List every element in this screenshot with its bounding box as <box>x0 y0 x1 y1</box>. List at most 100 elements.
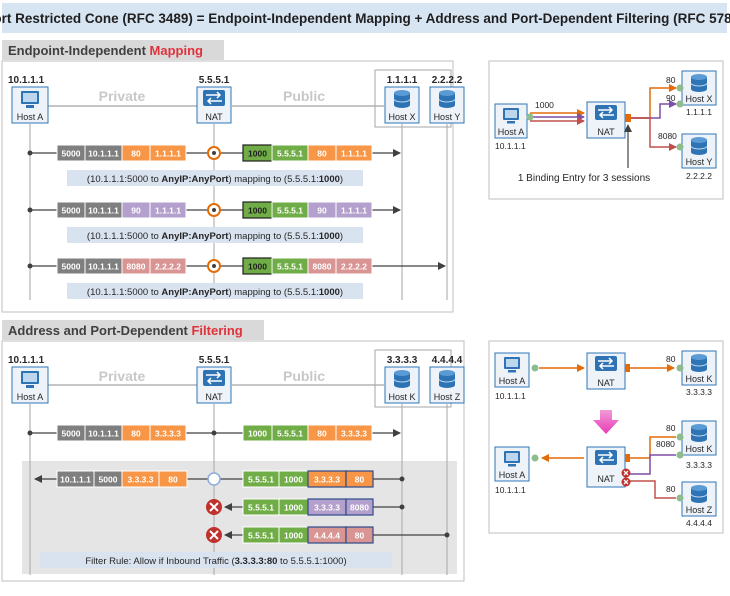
server-database-icon <box>690 485 708 503</box>
packet-field: 5000 <box>62 429 81 439</box>
mapping-heading-prefix: Endpoint-Independent <box>8 43 150 58</box>
port-label: 1000 <box>535 100 554 110</box>
translated-packet: 1000 5.5.5.1 90 1.1.1.1 <box>242 201 373 219</box>
nat-ip-label: 5.5.5.1 <box>199 75 230 86</box>
interface-port <box>531 364 539 372</box>
packet-field: 10.1.1.1 <box>88 149 119 159</box>
server-database-icon <box>690 354 708 372</box>
host-a-ip-label: 10.1.1.1 <box>495 391 526 401</box>
filtering-heading-prefix: Address and Port-Dependent <box>8 323 191 338</box>
packet-field: 1000 <box>248 262 267 272</box>
host-a-node: Host A <box>494 446 530 482</box>
mapping-note: (10.1.1.1:5000 to AnyIP:AnyPort) mapping… <box>87 231 343 242</box>
nat-router-icon <box>595 450 617 465</box>
computer-icon <box>21 91 39 108</box>
translated-packet: 1000 5.5.5.1 8080 2.2.2.2 <box>242 257 373 275</box>
blocked-icon <box>206 499 222 515</box>
private-label: Private <box>99 88 146 104</box>
filtering-section-heading-bar <box>2 320 264 340</box>
host-a-label: Host A <box>499 376 526 386</box>
packet-field: 1.1.1.1 <box>155 149 181 159</box>
host-a-label: Host A <box>499 470 526 480</box>
host-k-node: Host K <box>384 366 420 404</box>
packet-field: 10.1.1.1 <box>60 475 91 485</box>
nat-translation-point <box>207 472 221 486</box>
host-y-node: Host Y <box>681 133 717 169</box>
host-a-ip-label: 10.1.1.1 <box>495 485 526 495</box>
host-z-node: Host Z <box>429 366 465 404</box>
nat-label: NAT <box>597 474 615 484</box>
packet-field: 5000 <box>62 262 81 272</box>
host-a-node: Host A <box>11 366 49 404</box>
host-x-node: Host X <box>384 86 420 124</box>
packet-field: 80 <box>168 475 178 485</box>
computer-icon <box>503 108 519 124</box>
mapping-heading-highlight: Mapping <box>150 43 203 58</box>
nat-label: NAT <box>597 127 615 137</box>
mapping-note-box <box>67 227 363 243</box>
packet-field: 90 <box>131 206 141 216</box>
port-label: 80 <box>666 484 676 494</box>
inbound-allowed-row: 10.1.1.1 5000 3.3.3.3 80 5.5.5.1 1000 3.… <box>34 470 405 488</box>
packet-field: 80 <box>317 429 327 439</box>
host-a-ip-label: 10.1.1.1 <box>495 141 526 151</box>
packet-field: 3.3.3.3 <box>314 475 340 485</box>
host-a-node: Host A <box>11 86 49 124</box>
packet-field: 5.5.5.1 <box>248 475 274 485</box>
port-label: 8080 <box>658 131 677 141</box>
packet-field: 90 <box>317 206 327 216</box>
host-a-label: Host A <box>17 112 44 122</box>
blocked-icon <box>206 527 222 543</box>
blocked-icon <box>621 477 631 487</box>
filter-rule-box <box>40 552 392 568</box>
packet-field: 10.1.1.1 <box>88 206 119 216</box>
packet-field: 80 <box>317 149 327 159</box>
host-z-label: Host Z <box>434 392 461 402</box>
binding-entry-marker <box>625 364 630 372</box>
packet-field: 80 <box>355 475 365 485</box>
packet-field: 5.5.5.1 <box>248 531 274 541</box>
inbound-packet: 5.5.5.1 1000 3.3.3.3 8080 <box>242 498 374 516</box>
outbound-packet: 5000 10.1.1.1 90 1.1.1.1 <box>56 201 187 219</box>
mapping-note: (10.1.1.1:5000 to AnyIP:AnyPort) mapping… <box>87 174 343 185</box>
host-z-label: Host Z <box>686 505 713 515</box>
packet-field: 3.3.3.3 <box>128 475 154 485</box>
delivered-packet: 10.1.1.1 5000 3.3.3.3 80 <box>56 470 188 488</box>
host-x-label: Host X <box>388 112 415 122</box>
host-a-node: Host A <box>494 103 528 139</box>
host-k-label: Host K <box>685 444 712 454</box>
host-x-ip-label: 1.1.1.1 <box>387 75 418 86</box>
packet-field: 3.3.3.3 <box>155 429 181 439</box>
host-x-ip-label: 1.1.1.1 <box>686 107 712 117</box>
mapping-section-heading: Endpoint-Independent Mapping <box>8 43 203 58</box>
packet-field: 5.5.5.1 <box>248 503 274 513</box>
host-k-label: Host K <box>685 374 712 384</box>
nat-node: NAT <box>586 446 626 488</box>
packet-field: 1000 <box>248 206 267 216</box>
computer-icon <box>504 451 520 467</box>
inbound-packet: 5.5.5.1 1000 4.4.4.4 80 <box>242 526 374 544</box>
host-z-ip-label: 4.4.4.4 <box>686 518 712 528</box>
transition-arrow <box>593 410 619 434</box>
interface-port <box>676 364 684 372</box>
binding-entry-caption: 1 Binding Entry for 3 sessions <box>518 173 650 184</box>
port-label: 80 <box>666 354 676 364</box>
inbound-blocked-row-1: 5.5.5.1 1000 3.3.3.3 8080 <box>206 498 405 516</box>
nat-router-icon <box>595 356 617 371</box>
packet-field: 1000 <box>284 475 303 485</box>
port-label: 80 <box>666 423 676 433</box>
host-y-ip-label: 2.2.2.2 <box>432 75 463 86</box>
packet-field: 1.1.1.1 <box>341 206 367 216</box>
host-k-node: Host K <box>681 420 717 456</box>
port-label: 8080 <box>656 439 675 449</box>
host-a-ip-label: 10.1.1.1 <box>8 75 45 86</box>
packet-field: 5.5.5.1 <box>277 262 303 272</box>
interface-port <box>526 113 534 121</box>
packet-field: 1000 <box>248 429 267 439</box>
host-y-label: Host Y <box>434 112 461 122</box>
mapping-row-1: 5000 10.1.1.1 80 1.1.1.1 1000 5.5.5.1 80… <box>27 144 401 186</box>
host-a-label: Host A <box>498 127 525 137</box>
mapping-section-heading-bar <box>2 40 224 60</box>
mapping-row-2: 5000 10.1.1.1 90 1.1.1.1 1000 5.5.5.1 90… <box>27 201 401 243</box>
